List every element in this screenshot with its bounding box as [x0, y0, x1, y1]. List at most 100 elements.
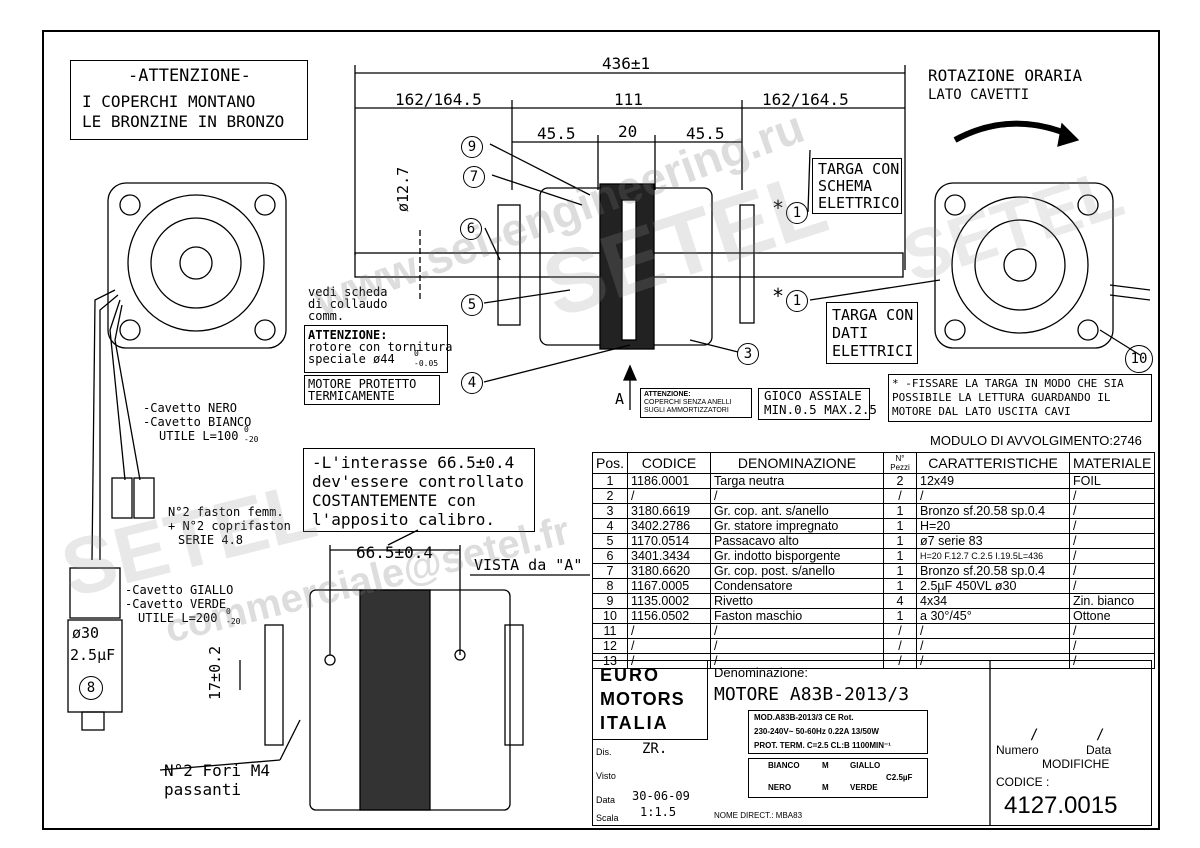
note-coperchi-l2: COPERCHI SENZA ANELLI — [644, 399, 732, 406]
targa-schema-l2: SCHEMA — [818, 177, 873, 195]
note-fori-l2: passanti — [164, 780, 242, 799]
vista-a-label: VISTA da "A" — [474, 556, 583, 574]
scala-label: Scala — [596, 813, 619, 823]
bom-cell-codice: 3180.6619 — [627, 503, 712, 519]
bom-cell-caratteristiche: 2.5µF 450VL ø30 — [916, 578, 1071, 594]
attention-title: -ATTENZIONE- — [128, 66, 251, 86]
note-cavetto1-l2: -Cavetto BIANCO — [143, 415, 252, 429]
bom-cell-caratteristiche: H=20 — [916, 518, 1071, 534]
dim-total: 436±1 — [602, 54, 651, 73]
logo-line2: MOTORS — [600, 689, 685, 709]
callout-9: 9 — [461, 136, 483, 158]
bom-header-pezzi: N° Pezzi — [883, 452, 918, 474]
bom-row: 2///// — [591, 488, 1156, 504]
bom-cell-codice: 1167.0005 — [627, 578, 712, 594]
protetto-box — [304, 375, 440, 405]
logo-line3: ITALIA — [600, 713, 669, 733]
bom-row: 12///// — [591, 638, 1156, 654]
bom-cell-pezzi: 2 — [883, 473, 918, 489]
bom-cell-materiale: / — [1069, 503, 1156, 519]
wiring-verde: VERDE — [850, 783, 878, 792]
callout-10: 10 — [1125, 345, 1153, 373]
dim-seg1: 45.5 — [537, 124, 576, 143]
data-value: 30-06-09 — [632, 789, 690, 803]
nome-direct: NOME DIRECT.: MBA83 — [714, 811, 803, 820]
callout-8: 8 — [79, 676, 103, 700]
bom-cell-pezzi: 1 — [883, 608, 918, 624]
note-interasse-l1: -L'interasse 66.5±0.4 — [312, 453, 515, 472]
bom-cell-pezzi: / — [883, 488, 918, 504]
note-cavetto2-sub: -20 — [226, 617, 241, 626]
bom-header-caratteristiche: CARATTERISTICHE — [916, 452, 1071, 474]
bom-cell-materiale: FOIL — [1069, 473, 1156, 489]
bom-cell-denominazione: Faston maschio — [710, 608, 885, 624]
bom-cell-denominazione: Gr. cop. ant. s/anello — [710, 503, 885, 519]
bom-header-pos: Pos. — [591, 452, 629, 474]
modifiche-label: MODIFICHE — [1042, 757, 1110, 771]
bom-cell-pezzi: 1 — [883, 563, 918, 579]
dim-interaxis: 66.5±0.4 — [356, 543, 434, 562]
bom-cell-materiale: / — [1069, 488, 1156, 504]
targa-dati-l3: ELETTRICI — [832, 342, 914, 360]
note-faston-l1: N°2 faston femm. — [168, 505, 284, 519]
bom-cell-caratteristiche: / — [916, 638, 1071, 654]
bom-cell-caratteristiche: Bronzo sf.20.58 sp.0.4 — [916, 503, 1071, 519]
bom-cell-pos: 8 — [591, 578, 629, 594]
note-faston-l3: SERIE 4.8 — [178, 533, 244, 547]
bom-cell-codice: 3402.2786 — [627, 518, 712, 534]
bom-cell-caratteristiche: a 30°/45° — [916, 608, 1071, 624]
note-rotore-l2: rotore con tornitura — [308, 340, 453, 354]
cap-diameter: ø30 — [72, 624, 100, 642]
targa-dati-l1: TARGA CON — [832, 306, 914, 324]
bom-cell-pezzi: / — [883, 638, 918, 654]
attention-box — [70, 60, 308, 140]
dim-left: 162/164.5 — [395, 90, 482, 109]
bom-table: Pos. CODICE DENOMINAZIONE N° Pezzi CARAT… — [591, 452, 1156, 669]
note-interasse-l2: dev'essere controllato — [312, 472, 524, 491]
bom-cell-codice: / — [627, 638, 712, 654]
note-cavetto1-l1: -Cavetto NERO — [143, 401, 237, 415]
note-fissare-l2: POSSIBILE LA LETTURA GUARDANDO IL — [892, 391, 1111, 404]
cap-value: 2.5µF — [70, 646, 116, 664]
attention-line3: LE BRONZINE IN BRONZO — [82, 112, 285, 131]
dim-center: 111 — [614, 90, 643, 109]
bom-cell-codice: / — [627, 488, 712, 504]
note-faston-l2: + N°2 coprifaston — [168, 519, 291, 533]
dim-shaft: ø12.7 — [394, 166, 412, 212]
bom-cell-caratteristiche: Bronzo sf.20.58 sp.0.4 — [916, 563, 1071, 579]
bom-cell-denominazione: Condensatore — [710, 578, 885, 594]
nameplate-l3: PROT. TERM. C=2.5 CL:B 1100MIN⁻¹ — [754, 741, 891, 750]
wiring-m1: M — [822, 761, 829, 770]
bom-cell-caratteristiche: 12x49 — [916, 473, 1071, 489]
note-interasse-l4: l'apposito calibro. — [312, 510, 496, 529]
bom-cell-pezzi: 1 — [883, 578, 918, 594]
bom-cell-pezzi: 1 — [883, 503, 918, 519]
bom-cell-materiale: / — [1069, 563, 1156, 579]
note-rotore-l3: speciale ø44 — [308, 352, 395, 366]
bom-cell-materiale: / — [1069, 653, 1156, 669]
bom-cell-pos: 1 — [591, 473, 629, 489]
data-label: Data — [596, 795, 616, 805]
logo-box — [592, 660, 708, 740]
callout-1b: 1 — [786, 290, 808, 312]
bom-header-codice: CODICE — [627, 452, 712, 474]
note-rotore-sup: 0 — [414, 349, 419, 358]
bom-cell-denominazione: Gr. statore impregnato — [710, 518, 885, 534]
visto-label: Visto — [596, 771, 616, 781]
bom-cell-pezzi: / — [883, 653, 918, 669]
note-cavetto1-l3: UTILE L=100 — [159, 429, 239, 443]
drawing-sheet — [42, 30, 1160, 830]
note-coperchi-l3: SUGLI AMMORTIZZATORI — [644, 407, 729, 414]
bom-cell-materiale: / — [1069, 638, 1156, 654]
bom-cell-pos: 4 — [591, 518, 629, 534]
dim-height: 17±0.2 — [206, 645, 224, 700]
dim-right: 162/164.5 — [762, 90, 849, 109]
bom-cell-caratteristiche: 4x34 — [916, 593, 1071, 609]
bom-cell-pezzi: 1 — [883, 518, 918, 534]
wiring-bianco: BIANCO — [768, 761, 800, 770]
note-cavetto1-sub: -20 — [244, 435, 259, 444]
